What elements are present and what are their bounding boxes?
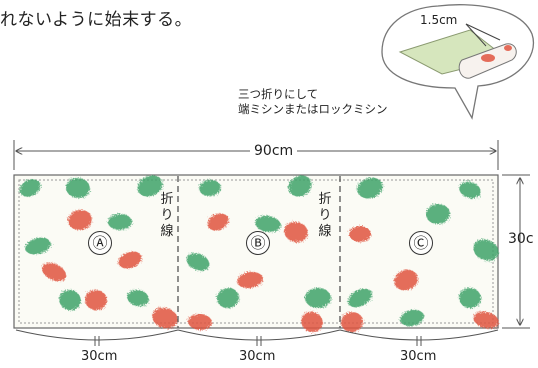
green-pattern-dot <box>255 215 281 233</box>
panel-brace <box>177 329 341 341</box>
red-pattern-dot <box>118 251 142 269</box>
green-pattern-dot <box>217 287 239 309</box>
green-pattern-dot <box>305 287 331 309</box>
red-pattern-dot <box>237 271 263 289</box>
fold-line-label: 折り線 <box>160 192 174 239</box>
green-pattern-dot <box>66 177 90 199</box>
height-label: 30c <box>508 231 534 247</box>
green-pattern-dot <box>459 287 481 309</box>
red-pattern-dot <box>341 311 363 333</box>
callout-dimension-label: 1.5cm <box>420 13 458 27</box>
instruction-text: れないように始末する。 <box>0 10 193 30</box>
green-pattern-dot <box>473 239 499 261</box>
fold-line-label: 折り線 <box>318 192 332 239</box>
green-pattern-dot <box>357 177 383 199</box>
red-pattern-dot <box>41 262 67 282</box>
red-pattern-dot <box>68 209 92 231</box>
green-pattern-dot <box>199 179 221 197</box>
total-width-label: 90cm <box>250 144 298 158</box>
green-pattern-dot <box>400 309 424 327</box>
green-pattern-dot <box>459 181 481 199</box>
callout-red-dot <box>504 45 512 51</box>
callout-red-dot <box>481 54 495 62</box>
callout-leader <box>465 23 487 47</box>
green-pattern-dot <box>19 179 41 197</box>
green-pattern-dot <box>347 288 373 308</box>
red-pattern-dot <box>188 313 212 331</box>
red-pattern-dot <box>85 289 107 311</box>
panel-width-label: 30cm <box>79 349 120 364</box>
red-pattern-dot <box>284 221 308 243</box>
green-pattern-dot <box>288 175 312 197</box>
red-pattern-dot <box>349 226 371 242</box>
panel-width-label: 30cm <box>237 349 278 364</box>
green-pattern-dot <box>426 203 450 225</box>
red-pattern-dot <box>152 307 178 329</box>
panel-label-c: Ⓒ <box>409 231 433 255</box>
green-pattern-dot <box>137 175 163 197</box>
panel-brace <box>339 329 499 341</box>
green-pattern-dot <box>59 289 81 311</box>
green-pattern-dot <box>186 253 210 271</box>
panel-label-a: Ⓐ <box>88 231 112 255</box>
red-pattern-dot <box>207 213 229 231</box>
green-pattern-dot <box>127 289 149 307</box>
callout-leader <box>465 23 501 41</box>
panel-width-label: 30cm <box>398 349 439 364</box>
green-pattern-dot <box>25 237 51 255</box>
hem-method-note: 三つ折りにして 端ミシンまたはロックミシン <box>238 87 388 116</box>
green-pattern-dot <box>108 213 132 231</box>
fabric-pattern <box>19 175 499 333</box>
panel-label-b: Ⓑ <box>246 231 270 255</box>
red-pattern-dot <box>394 269 418 291</box>
red-pattern-dot <box>473 311 499 329</box>
red-pattern-dot <box>301 311 323 333</box>
panel-brace <box>15 329 179 341</box>
